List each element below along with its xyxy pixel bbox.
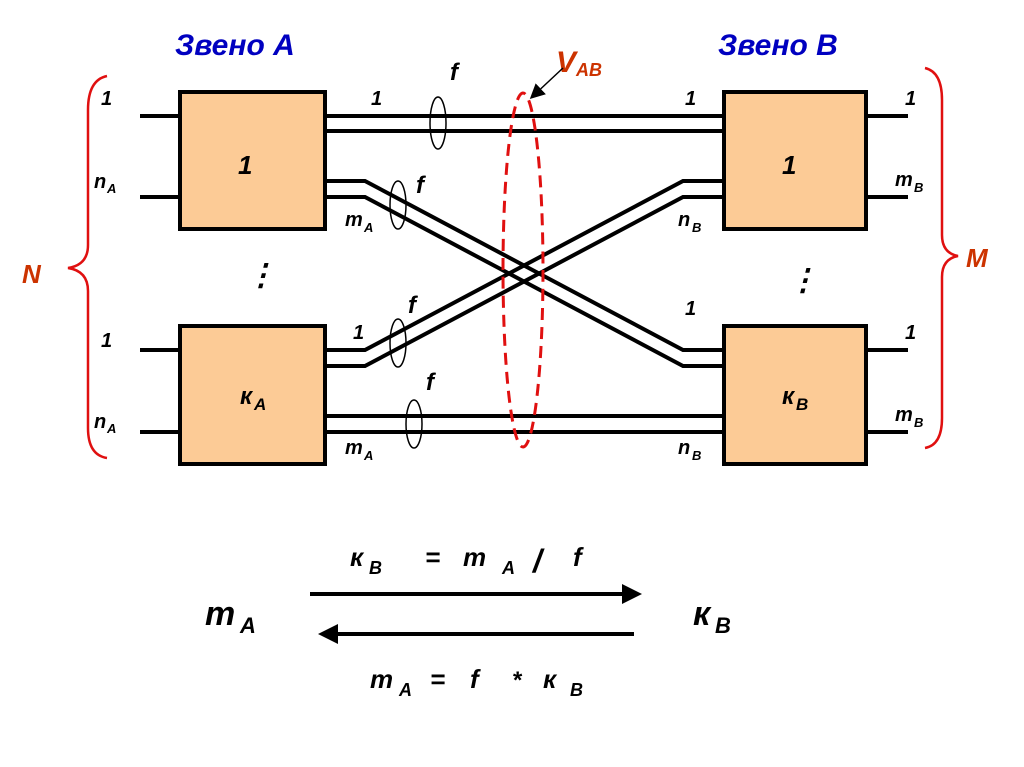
ellipsis-b: ⋮ xyxy=(788,264,818,297)
output-bk-last: m B xyxy=(895,404,923,430)
svg-text:B: B xyxy=(796,395,808,414)
input-bk-first: 1 xyxy=(685,298,696,320)
link-a-title: Звено A xyxy=(175,29,295,62)
bundle-ellipse xyxy=(405,399,423,449)
block-b-1-label: 1 xyxy=(782,150,796,180)
formula-forward: к B = m A / f xyxy=(350,542,584,579)
svg-text:к: к xyxy=(350,542,365,572)
svg-text:n: n xyxy=(678,437,690,459)
input-a1-first: 1 xyxy=(101,88,112,110)
svg-text:n: n xyxy=(94,171,106,193)
output-a1-last: m A xyxy=(345,209,373,235)
formula-backward: m A = f * к B xyxy=(370,664,583,700)
svg-text:A: A xyxy=(363,448,373,463)
svg-text:A: A xyxy=(239,613,256,638)
svg-text:A: A xyxy=(363,220,373,235)
block-a-1 xyxy=(178,90,327,231)
output-bk-first: 1 xyxy=(905,322,916,344)
bundle-f-label: f xyxy=(450,59,460,86)
svg-text:к: к xyxy=(543,664,558,694)
ellipsis-a: ⋮ xyxy=(246,259,276,292)
right-brace-label-m: M xyxy=(966,243,989,273)
block-a-k xyxy=(178,324,327,466)
forward-arrow-head xyxy=(622,584,642,604)
svg-text:к: к xyxy=(693,595,712,633)
svg-text:A: A xyxy=(253,395,266,414)
svg-text:B: B xyxy=(570,680,583,700)
vab-label: V AB xyxy=(556,46,602,80)
input-b1-last: n B xyxy=(678,209,701,235)
svg-text:B: B xyxy=(914,180,923,195)
svg-text:B: B xyxy=(369,558,382,578)
bundle-f-label: f xyxy=(426,369,436,396)
right-brace xyxy=(924,66,959,450)
vab-pointer-arrow xyxy=(529,67,564,100)
svg-text:m: m xyxy=(205,595,235,633)
block-b-k xyxy=(722,324,868,466)
bundle-ellipse xyxy=(389,180,407,230)
svg-text:m: m xyxy=(895,169,913,191)
svg-text:m: m xyxy=(370,664,393,694)
input-bk-last: n B xyxy=(678,437,701,463)
right-term-kb: к B xyxy=(693,595,731,638)
block-a-k-label: к A xyxy=(240,383,266,414)
input-ak-first: 1 xyxy=(101,330,112,352)
svg-text:=: = xyxy=(425,542,440,572)
svg-text:к: к xyxy=(240,383,254,410)
output-a1-first: 1 xyxy=(371,88,382,110)
svg-text:m: m xyxy=(895,404,913,426)
block-b-1 xyxy=(722,90,868,231)
svg-text:B: B xyxy=(914,415,923,430)
output-ak-first: 1 xyxy=(353,322,364,344)
bundle-a1-to-b1 xyxy=(325,114,724,133)
svg-text:A: A xyxy=(106,181,116,196)
svg-text:n: n xyxy=(94,411,106,433)
output-ak-last: m A xyxy=(345,437,373,463)
svg-text:A: A xyxy=(501,558,515,578)
svg-text:f: f xyxy=(573,542,584,572)
bundle-ellipse xyxy=(389,318,407,368)
svg-text:B: B xyxy=(692,220,701,235)
left-brace xyxy=(67,74,108,460)
bundle-ak-to-b1 xyxy=(325,179,724,368)
cut-ellipse-vab xyxy=(501,91,545,449)
bundle-f-label: f xyxy=(408,292,418,319)
svg-text:*: * xyxy=(512,667,523,694)
output-b1-first: 1 xyxy=(905,88,916,110)
svg-text:к: к xyxy=(782,383,796,410)
svg-text:B: B xyxy=(715,613,731,638)
backward-arrow-head xyxy=(318,624,338,644)
svg-text:f: f xyxy=(470,664,481,694)
svg-text:m: m xyxy=(463,542,486,572)
block-a-1-label: 1 xyxy=(238,150,252,180)
svg-text:B: B xyxy=(692,448,701,463)
input-ak-last: n A xyxy=(94,411,116,436)
bundle-ellipse xyxy=(429,96,447,150)
input-a1-last: n A xyxy=(94,171,116,196)
svg-text:/: / xyxy=(531,543,545,579)
svg-text:=: = xyxy=(430,664,445,694)
link-b-title: Звено B xyxy=(718,29,838,62)
svg-text:A: A xyxy=(398,680,412,700)
left-brace-label-n: N xyxy=(22,259,42,289)
bundle-f-label: f xyxy=(416,172,426,199)
block-b-k-label: к B xyxy=(782,383,808,414)
svg-text:V: V xyxy=(556,46,579,79)
input-b1-first: 1 xyxy=(685,88,696,110)
svg-text:AB: AB xyxy=(575,60,602,80)
svg-text:m: m xyxy=(345,209,363,231)
svg-text:m: m xyxy=(345,437,363,459)
output-b1-last: m B xyxy=(895,169,923,195)
svg-text:n: n xyxy=(678,209,690,231)
svg-text:A: A xyxy=(106,421,116,436)
bundle-ak-to-bk xyxy=(325,414,724,434)
left-term-ma: m A xyxy=(205,595,256,638)
